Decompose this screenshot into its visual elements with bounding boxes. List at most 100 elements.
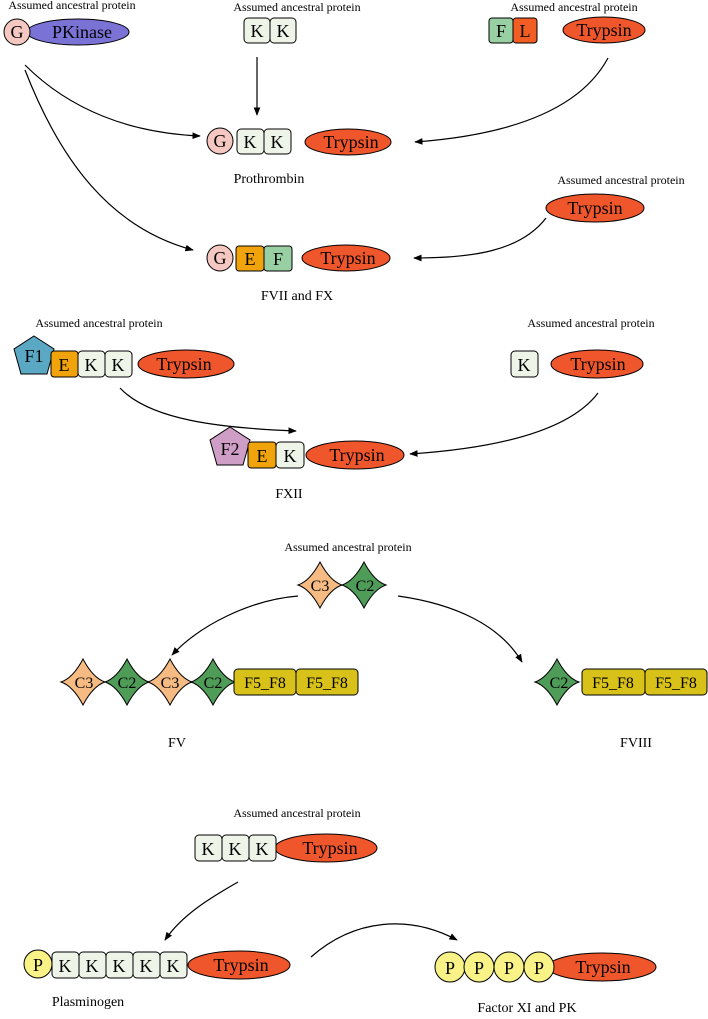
- arrow-fl-to-prothrombin: [414, 57, 609, 145]
- svg-text:F: F: [273, 249, 283, 269]
- c3-domain: [296, 560, 344, 610]
- ancestor-k-trypsin: K Trypsin: [510, 349, 644, 379]
- svg-text:C2: C2: [118, 675, 137, 692]
- svg-text:G: G: [214, 131, 227, 151]
- svg-text:K: K: [140, 956, 153, 976]
- arrow-c3c2-to-fviii: [397, 595, 523, 663]
- trypsin-domain: [550, 349, 644, 379]
- kringle-domain: [248, 834, 277, 862]
- c2-domain: [533, 657, 581, 707]
- svg-text:C3: C3: [311, 578, 330, 595]
- arrow-pkinase-to-prothrombin: [24, 64, 201, 140]
- arrow-kkk-to-plasminogen: [164, 881, 239, 941]
- gla-domain: [206, 244, 234, 272]
- svg-text:Trypsin: Trypsin: [570, 354, 625, 374]
- svg-text:F5_F8: F5_F8: [244, 675, 286, 692]
- trypsin-domain: [545, 193, 645, 223]
- ancestor-f1-e-k-k-trypsin: F1 E K K Trypsin: [13, 335, 235, 379]
- svg-text:C3: C3: [75, 675, 94, 692]
- svg-text:P: P: [33, 955, 43, 975]
- kringle-domain: [104, 350, 133, 378]
- svg-text:K: K: [251, 21, 264, 41]
- svg-text:P: P: [534, 958, 544, 978]
- svg-text:Trypsin: Trypsin: [320, 248, 375, 268]
- svg-text:P: P: [474, 958, 484, 978]
- ancestor-f-l-trypsin: F L Trypsin: [488, 16, 646, 44]
- svg-text:F: F: [496, 21, 506, 41]
- ancestral-label-3: Assumed ancestral protein: [510, 0, 637, 14]
- arrow-plasminogen-to-fxi: [310, 923, 458, 958]
- svg-text:G: G: [214, 248, 227, 268]
- caption-fxii: FXII: [275, 487, 303, 502]
- arrow-c3c2-to-fv: [171, 595, 299, 656]
- kringle-domain: [159, 951, 188, 979]
- f1-domain: [13, 335, 55, 375]
- fv-protein: C3 C2 C3 C2 F5_F8 F5_F8: [59, 657, 359, 707]
- svg-text:Trypsin: Trypsin: [213, 955, 268, 975]
- svg-text:E: E: [245, 249, 256, 269]
- svg-text:E: E: [257, 446, 268, 466]
- ancestral-label-7: Assumed ancestral protein: [284, 540, 411, 554]
- svg-text:G: G: [11, 22, 24, 42]
- caption-fxi-pk: Factor XI and PK: [477, 1001, 576, 1016]
- svg-text:C2: C2: [356, 578, 375, 595]
- f2-domain: [209, 426, 251, 466]
- svg-text:K: K: [59, 956, 72, 976]
- svg-text:C2: C2: [550, 675, 569, 692]
- trypsin-domain: [305, 440, 405, 470]
- arrow-k-trypsin-to-fxii: [409, 392, 599, 457]
- trypsin-domain: [137, 349, 235, 379]
- svg-text:L: L: [520, 21, 531, 41]
- svg-text:Trypsin: Trypsin: [323, 132, 378, 152]
- svg-text:C2: C2: [204, 675, 223, 692]
- ancestor-c3-c2: C3 C2: [296, 560, 388, 610]
- trypsin-domain: [562, 16, 646, 44]
- ancestral-label-8: Assumed ancestral protein: [233, 806, 360, 820]
- fn2-domain: [512, 17, 538, 44]
- svg-text:K: K: [86, 956, 99, 976]
- ancestor-kringle-pair: K K: [243, 17, 297, 44]
- svg-text:Trypsin: Trypsin: [575, 957, 630, 977]
- svg-text:E: E: [59, 355, 70, 375]
- svg-text:K: K: [202, 839, 215, 859]
- svg-text:K: K: [167, 956, 180, 976]
- svg-text:Trypsin: Trypsin: [302, 838, 357, 858]
- c3-domain: [59, 657, 107, 707]
- svg-text:K: K: [112, 355, 125, 375]
- svg-text:C3: C3: [161, 675, 180, 692]
- arrow-f1-to-fxii: [119, 387, 297, 435]
- caption-fv: FV: [168, 736, 186, 751]
- f5f8-domain: [295, 668, 359, 696]
- trypsin-domain: [301, 244, 391, 272]
- caption-prothrombin: Prothrombin: [234, 172, 305, 187]
- ancestral-label-4: Assumed ancestral protein: [557, 173, 684, 187]
- arrow-pkinase-to-fvii: [24, 69, 194, 252]
- ancestral-label-1: Assumed ancestral protein: [8, 0, 135, 12]
- svg-text:F1: F1: [24, 346, 43, 366]
- prothrombin-protein: G K K Trypsin: [206, 127, 392, 156]
- svg-text:PKinase: PKinase: [52, 22, 112, 42]
- svg-text:K: K: [518, 355, 531, 375]
- trypsin-domain: [304, 128, 392, 156]
- svg-text:K: K: [85, 355, 98, 375]
- f5f8-domain: [644, 668, 708, 696]
- svg-text:F5_F8: F5_F8: [655, 675, 697, 692]
- plasminogen-protein: P K K K K K Trypsin: [23, 949, 291, 980]
- pan-domain: [523, 951, 555, 983]
- c2-domain: [189, 657, 237, 707]
- fn1-domain: [263, 245, 293, 272]
- svg-text:Trypsin: Trypsin: [156, 354, 211, 374]
- svg-text:F5_F8: F5_F8: [306, 675, 348, 692]
- ancestral-label-5: Assumed ancestral protein: [35, 316, 162, 330]
- gla-domain: [206, 127, 234, 155]
- svg-text:K: K: [256, 839, 269, 859]
- fvii-fx-protein: G E F Trypsin: [206, 244, 391, 272]
- ancestor-trypsin: Trypsin: [545, 193, 645, 223]
- svg-text:K: K: [113, 956, 126, 976]
- svg-text:F5_F8: F5_F8: [592, 675, 634, 692]
- kringle-domain: [269, 17, 297, 44]
- svg-text:K: K: [244, 132, 257, 152]
- ancestor-gla-pkinase: G PKinase: [3, 18, 130, 46]
- fxi-pk-protein: P P P P Trypsin: [434, 951, 657, 983]
